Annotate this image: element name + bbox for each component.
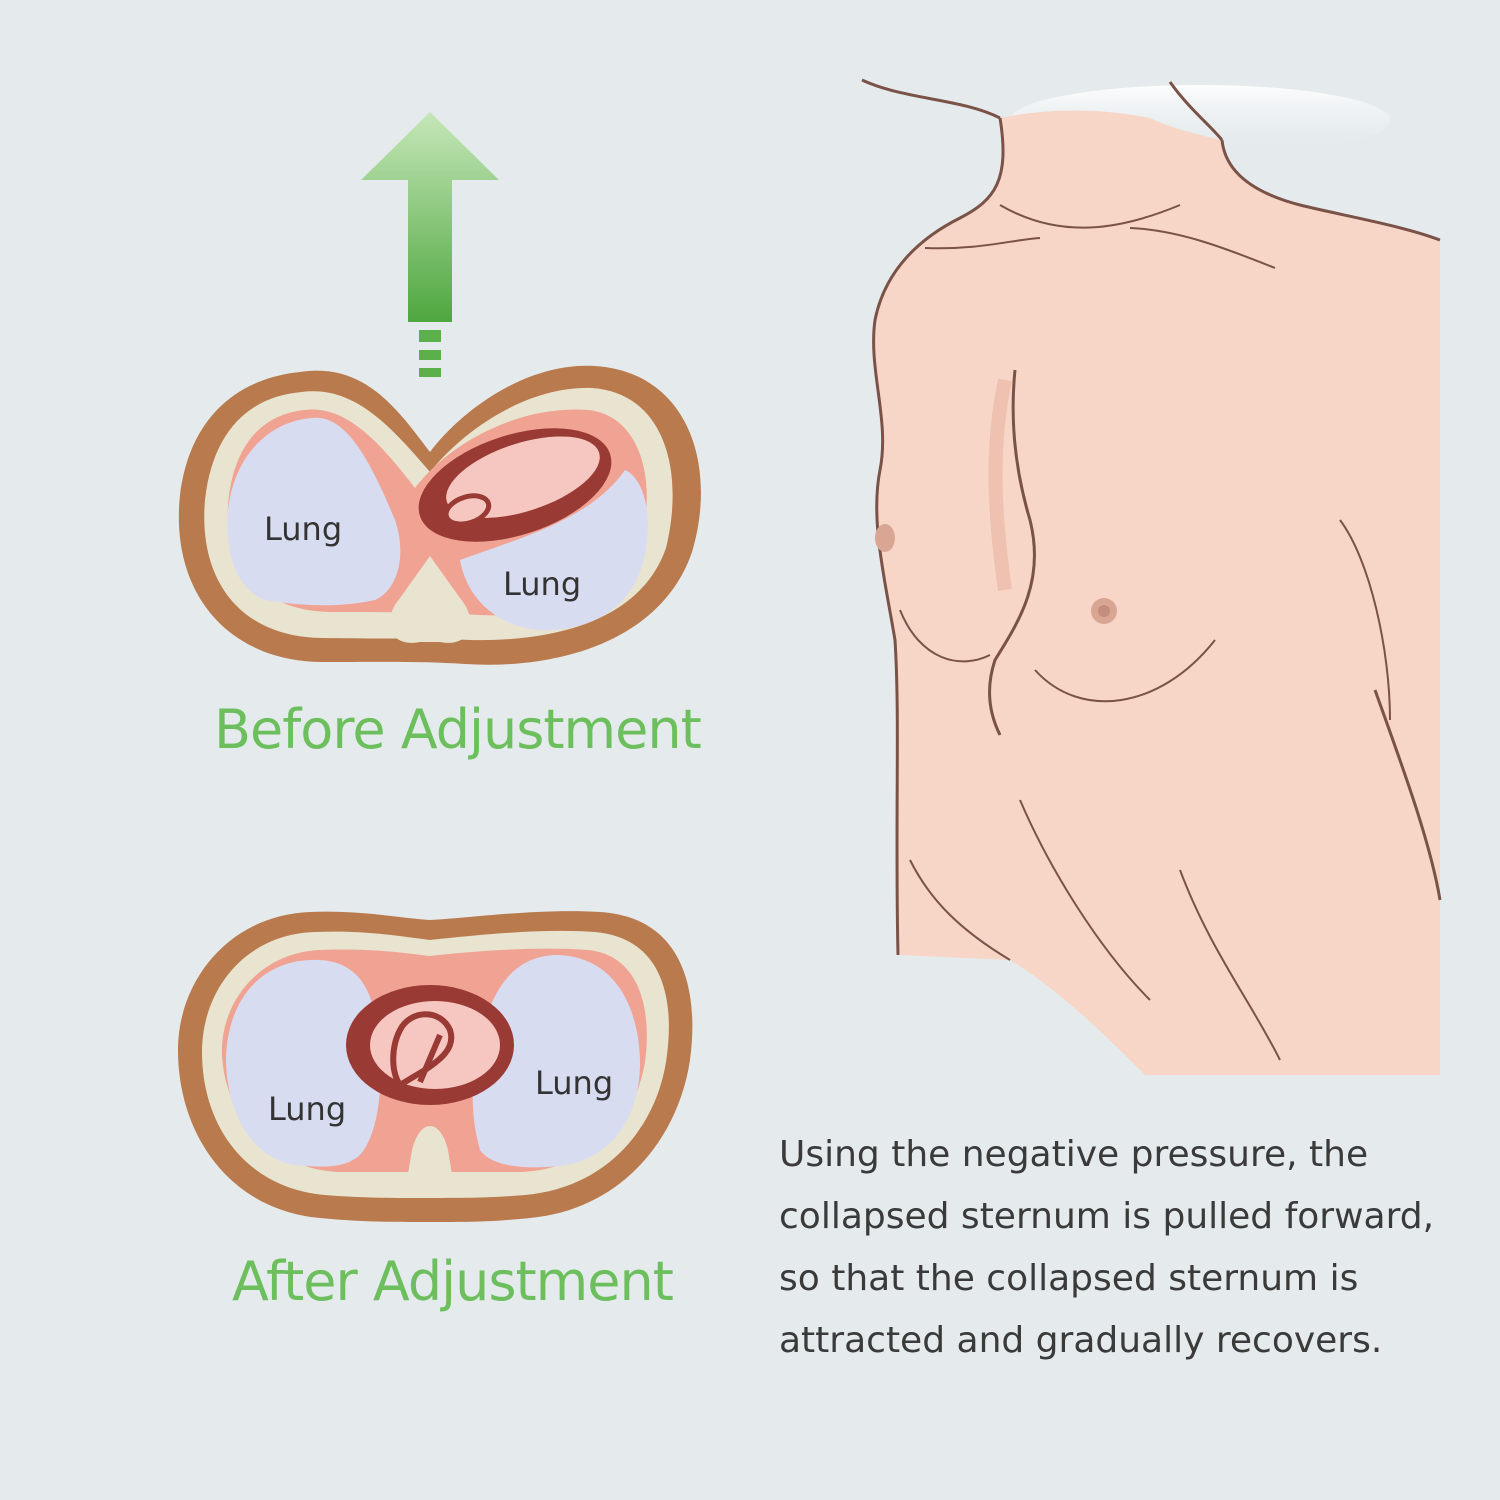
description-line: so that the collapsed sternum is — [779, 1258, 1359, 1299]
description-line: Using the negative pressure, the — [779, 1134, 1369, 1175]
lung-label-after-left: Lung — [268, 1090, 347, 1128]
after-adjustment-caption: After Adjustment — [232, 1250, 674, 1313]
description-line: attracted and gradually recovers. — [779, 1320, 1383, 1361]
up-arrow-icon — [361, 112, 499, 377]
description-line: collapsed sternum is pulled forward, — [779, 1196, 1435, 1237]
chest-cross-section-before — [178, 365, 701, 665]
chest-cross-section-after — [178, 911, 693, 1222]
lung-label-before-right: Lung — [503, 565, 582, 603]
lung-label-before-left: Lung — [264, 510, 343, 548]
description-text: Using the negative pressure, the collaps… — [779, 1124, 1479, 1372]
before-adjustment-caption: Before Adjustment — [214, 698, 702, 761]
torso-illustration — [861, 78, 1442, 1075]
lung-label-after-right: Lung — [535, 1064, 614, 1102]
